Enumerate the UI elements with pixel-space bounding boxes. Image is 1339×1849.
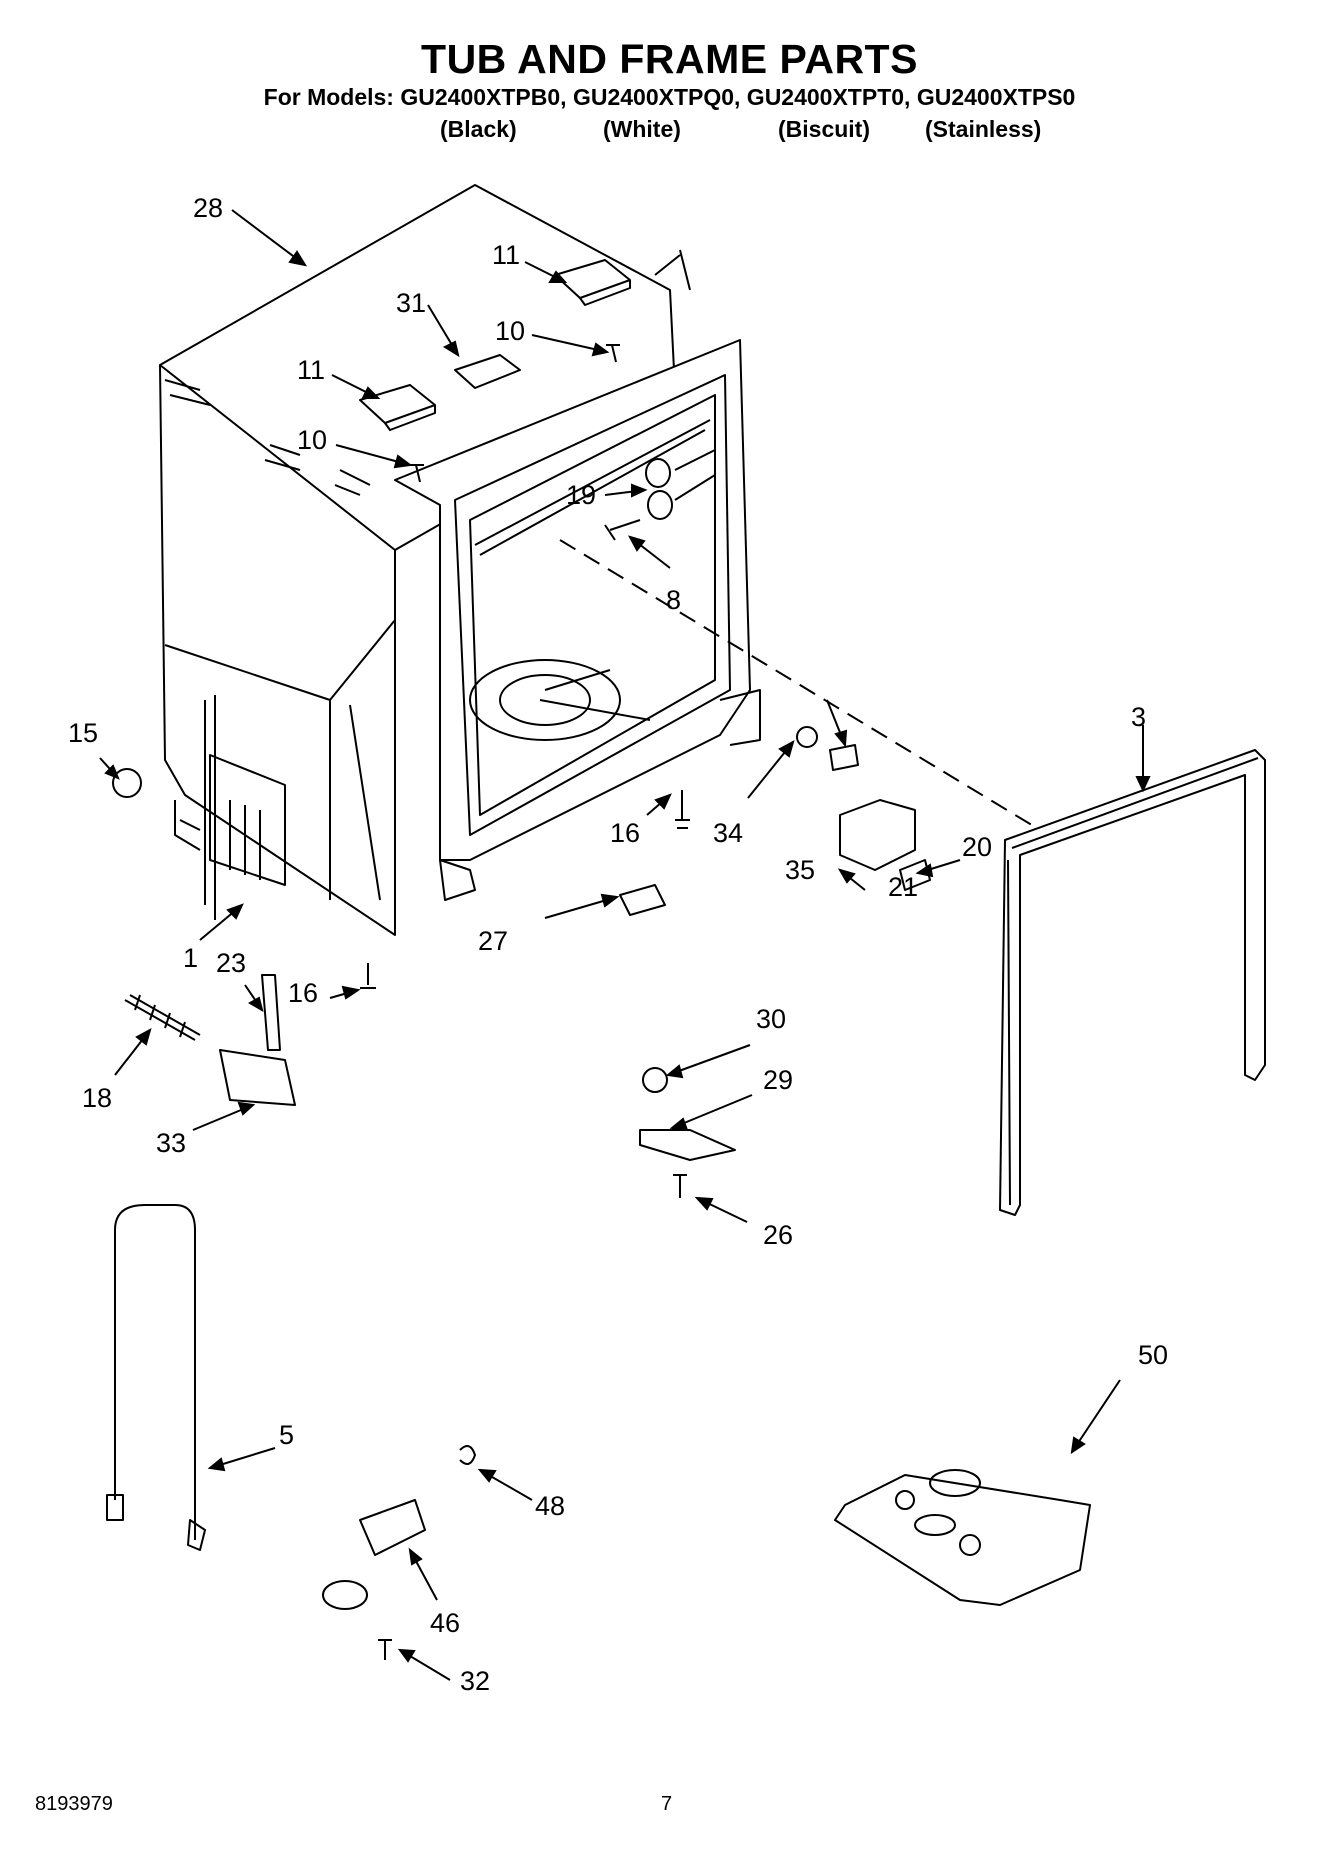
callout-29: 29	[763, 1065, 794, 1095]
models-line: For Models: GU2400XTPB0, GU2400XTPQ0, GU…	[263, 84, 1076, 110]
screw-8	[604, 519, 641, 541]
clip-48	[459, 1445, 476, 1465]
callout-3: 3	[1131, 702, 1147, 732]
callout-30: 30	[756, 1004, 787, 1034]
leg-16-upper	[675, 790, 690, 829]
clip-31	[454, 354, 521, 389]
clip-27	[619, 884, 666, 916]
hinge-bracket-upper	[554, 259, 631, 306]
bolt-35	[829, 744, 859, 771]
callout-28: 28	[193, 193, 224, 223]
callout-35: 35	[785, 855, 816, 885]
callout-11-upper: 11	[492, 240, 521, 270]
doc-number: 8193979	[35, 1793, 113, 1815]
screw-32	[378, 1639, 392, 1660]
bracket-29	[639, 1129, 736, 1161]
callout-20: 20	[962, 832, 993, 862]
callout-10-lower: 10	[297, 425, 328, 455]
callout-1: 1	[183, 943, 199, 973]
callout-46: 46	[430, 1608, 461, 1638]
spacer-19	[645, 449, 716, 520]
callout-50: 50	[1138, 1340, 1169, 1370]
callout-15: 15	[68, 718, 99, 748]
nut-34	[796, 726, 818, 748]
callout-16-lower: 16	[288, 978, 319, 1008]
callout-5: 5	[279, 1420, 295, 1450]
callout-26: 26	[763, 1220, 794, 1250]
screw-20	[899, 859, 931, 891]
cover-33	[219, 1049, 296, 1106]
callout-23: 23	[216, 948, 247, 978]
color-stainless: (Stainless)	[925, 116, 1042, 142]
strip-23	[261, 974, 281, 1051]
page-title: TUB AND FRAME PARTS	[421, 36, 918, 82]
callout-27: 27	[478, 926, 509, 956]
callout-48: 48	[535, 1491, 566, 1521]
callout-21: 21	[888, 872, 919, 902]
color-biscuit: (Biscuit)	[778, 116, 870, 142]
hinge-bracket-lower	[359, 384, 436, 431]
wire-harness-5	[114, 1204, 196, 1540]
screw-10-upper	[606, 344, 620, 363]
callout-16-upper: 16	[610, 818, 641, 848]
callout-32: 32	[460, 1666, 491, 1696]
screw-10-lower	[410, 464, 424, 483]
callout-34: 34	[713, 818, 744, 848]
bracket-21	[839, 799, 916, 871]
parts-bag-50	[834, 1469, 1091, 1606]
thermostat-30	[642, 1067, 668, 1093]
screw-26	[673, 1174, 687, 1198]
valve-46	[322, 1499, 426, 1610]
foot-15	[112, 768, 142, 798]
callout-31: 31	[396, 288, 427, 318]
callout-18: 18	[82, 1083, 113, 1113]
door-gasket	[999, 749, 1266, 1216]
callout-19: 19	[566, 480, 597, 510]
reference-dashed-line	[559, 539, 1041, 831]
color-black: (Black)	[440, 116, 517, 142]
spring-18	[124, 994, 201, 1041]
leg-16-lower	[360, 963, 376, 989]
callout-8: 8	[666, 585, 682, 615]
callout-10-upper: 10	[495, 316, 526, 346]
tub-front-frame	[394, 249, 761, 901]
page-number: 7	[661, 1793, 673, 1815]
color-white: (White)	[603, 116, 681, 142]
callout-33: 33	[156, 1128, 187, 1158]
callout-11-lower: 11	[297, 355, 326, 385]
